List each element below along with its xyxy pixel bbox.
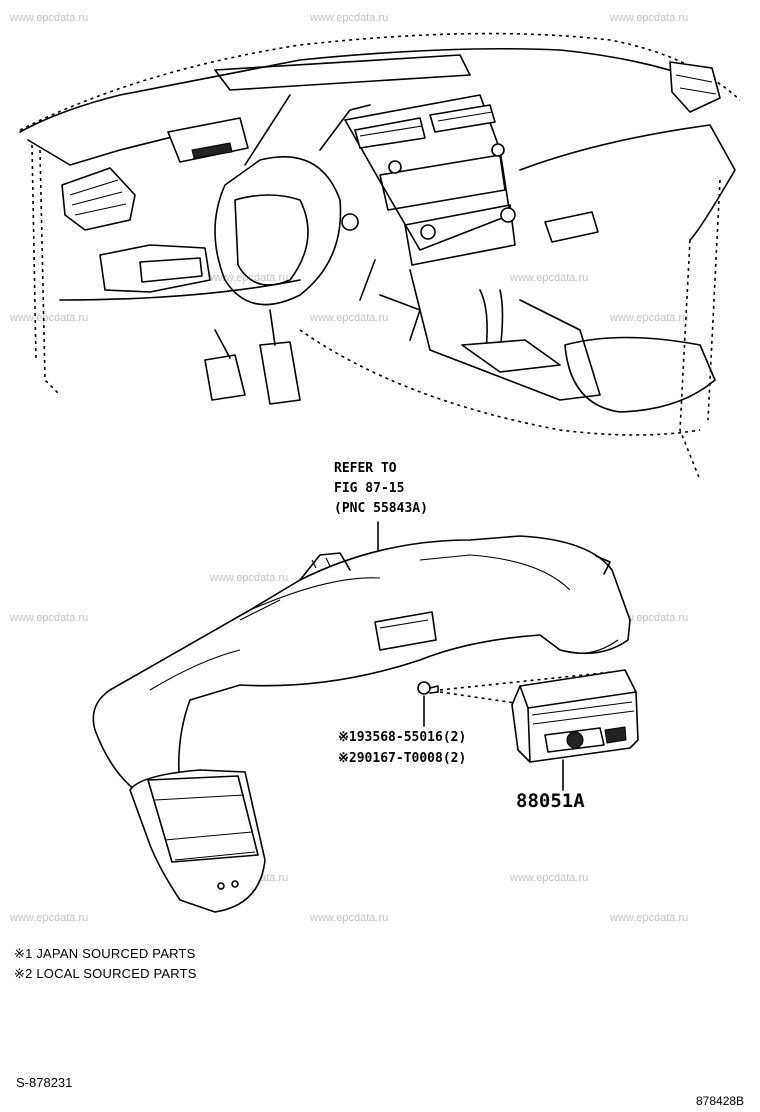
- part-qty: (2): [442, 730, 467, 745]
- dashboard-overview: [19, 32, 741, 481]
- refer-note-line: (PNC 55843A): [334, 501, 428, 516]
- refer-note-line: FIG 87-15: [334, 481, 405, 496]
- refer-note-line: REFER TO: [334, 461, 397, 476]
- watermark: www.epcdata.ru: [510, 872, 589, 884]
- main-part-label: 88051A: [516, 790, 585, 812]
- legend-mark: ※1: [14, 946, 33, 961]
- watermark: www.epcdata.ru: [610, 312, 689, 324]
- watermark: www.epcdata.ru: [10, 612, 89, 624]
- part-qty: (2): [442, 751, 467, 766]
- watermark: www.epcdata.ru: [10, 912, 89, 924]
- part-line: ※193568-55016(2): [338, 731, 466, 744]
- legend-mark: ※2: [14, 966, 33, 981]
- part-mark: ※1: [338, 730, 357, 745]
- watermark: www.epcdata.ru: [310, 912, 389, 924]
- legend-item: ※2 LOCAL SOURCED PARTS: [14, 967, 197, 980]
- screw-icon: [417, 681, 439, 695]
- part-number: 90167-T0008: [356, 751, 443, 766]
- part-line: ※290167-T0008(2): [338, 752, 466, 765]
- watermark: www.epcdata.ru: [310, 312, 389, 324]
- control-module: [511, 669, 639, 763]
- legend-text: LOCAL SOURCED PARTS: [36, 966, 197, 981]
- watermark: www.epcdata.ru: [10, 12, 89, 24]
- watermark: www.epcdata.ru: [310, 12, 389, 24]
- air-duct-drawing: [92, 521, 639, 913]
- watermark: www.epcdata.ru: [10, 312, 89, 324]
- figure-code: S-878231: [16, 1075, 73, 1090]
- part-mark: ※2: [338, 751, 357, 766]
- watermark: www.epcdata.ru: [210, 572, 289, 584]
- drawing-code: 878428B: [696, 1094, 745, 1108]
- watermark: www.epcdata.ru: [510, 272, 589, 284]
- legend-text: JAPAN SOURCED PARTS: [36, 946, 196, 961]
- legend-item: ※1 JAPAN SOURCED PARTS: [14, 947, 195, 960]
- part-number: 93568-55016: [356, 730, 443, 745]
- watermark: www.epcdata.ru: [610, 12, 689, 24]
- watermark: www.epcdata.ru: [610, 912, 689, 924]
